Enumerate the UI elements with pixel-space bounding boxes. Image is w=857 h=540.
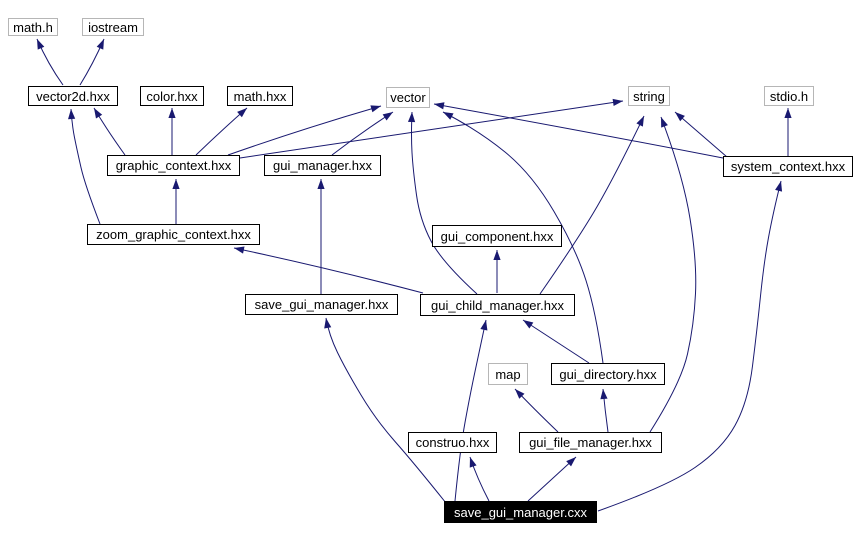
node-label: map (495, 366, 521, 382)
arrowhead-gui_child_manager.hxx-to-gui_component.hxx (493, 250, 501, 260)
arrowhead-save_gui_manager.cxx-to-system_context.hxx (775, 181, 783, 192)
node-label: string (633, 88, 665, 104)
node-label: gui_file_manager.hxx (529, 435, 652, 450)
node-math-hxx[interactable]: math.hxx (227, 86, 293, 106)
edge-system_context.hxx-to-vector (433, 103, 724, 159)
node-gui-manager-hxx[interactable]: gui_manager.hxx (264, 155, 381, 176)
edge-gui_directory.hxx-to-vector (442, 111, 604, 364)
node-label: math.h (13, 19, 53, 35)
node-label: vector (390, 90, 426, 105)
arrowhead-gui_child_manager.hxx-to-vector (407, 112, 416, 123)
arrowhead-zoom_graphic_context.hxx-to-vector2d.hxx (68, 109, 76, 120)
arrowhead-gui_file_manager.hxx-to-map (515, 389, 525, 399)
arrowhead-gui_file_manager.hxx-to-gui_directory.hxx (600, 389, 608, 400)
arrowhead-vector2d.hxx-to-math.h (37, 39, 45, 50)
arrowhead-save_gui_manager.cxx-to-save_gui_manager.hxx (324, 318, 332, 329)
arrowhead-graphic_context.hxx-to-math.hxx (237, 108, 247, 118)
node-gui-directory-hxx[interactable]: gui_directory.hxx (551, 363, 665, 385)
node-label: vector2d.hxx (36, 88, 110, 104)
node-label: gui_child_manager.hxx (431, 297, 564, 313)
node-vector2d-hxx[interactable]: vector2d.hxx (28, 86, 118, 106)
edge-gui_directory.hxx-to-gui_child_manager.hxx (522, 319, 590, 364)
node-label: stdio.h (769, 88, 809, 104)
node-iostream[interactable]: iostream (82, 18, 144, 36)
node-graphic-context-hxx[interactable]: graphic_context.hxx (107, 155, 240, 176)
node-math-h[interactable]: math.h (8, 18, 58, 36)
node-label: system_context.hxx (730, 159, 846, 174)
node-label: color.hxx (146, 88, 198, 104)
edge-save_gui_manager.cxx-to-save_gui_manager.hxx (325, 317, 447, 504)
node-system-context-hxx[interactable]: system_context.hxx (723, 156, 853, 177)
edge-gui_child_manager.hxx-to-zoom_graphic_context.hxx (233, 247, 424, 294)
arrowhead-gui_directory.hxx-to-gui_child_manager.hxx (523, 320, 534, 329)
node-gui-file-manager-hxx[interactable]: gui_file_manager.hxx (519, 432, 662, 453)
arrowhead-graphic_context.hxx-to-color.hxx (168, 108, 176, 118)
arrowhead-system_context.hxx-to-vector (434, 102, 445, 110)
arrowhead-gui_child_manager.hxx-to-string (636, 116, 644, 127)
node-label: save_gui_manager.cxx (454, 504, 587, 520)
node-string[interactable]: string (628, 86, 670, 106)
node-save-gui-manager-cxx: save_gui_manager.cxx (444, 501, 597, 523)
node-zoom-graphic-context-hxx[interactable]: zoom_graphic_context.hxx (87, 224, 260, 245)
node-label: save_gui_manager.hxx (254, 297, 389, 312)
node-label: construo.hxx (415, 435, 490, 450)
arrowhead-save_gui_manager.hxx-to-gui_manager.hxx (317, 179, 325, 189)
edge-gui_child_manager.hxx-to-vector (411, 111, 478, 295)
node-gui-component-hxx[interactable]: gui_component.hxx (432, 225, 562, 247)
edge-save_gui_manager.cxx-to-gui_child_manager.hxx (454, 319, 487, 502)
node-color-hxx[interactable]: color.hxx (140, 86, 204, 106)
edge-gui_file_manager.hxx-to-string (649, 116, 697, 433)
arrowhead-graphic_context.hxx-to-vector (370, 105, 381, 113)
arrowhead-vector2d.hxx-to-iostream (96, 39, 104, 50)
edge-graphic_context.hxx-to-string (239, 100, 624, 159)
node-construo-hxx[interactable]: construo.hxx (408, 432, 497, 453)
node-save-gui-manager-hxx[interactable]: save_gui_manager.hxx (245, 294, 398, 315)
arrowhead-gui_child_manager.hxx-to-zoom_graphic_context.hxx (234, 246, 245, 254)
edge-zoom_graphic_context.hxx-to-vector2d.hxx (70, 108, 101, 225)
node-label: zoom_graphic_context.hxx (96, 227, 251, 242)
edge-graphic_context.hxx-to-vector (227, 105, 382, 156)
node-label: gui_component.hxx (440, 228, 554, 244)
edge-gui_manager.hxx-to-vector (331, 111, 394, 156)
node-stdio-h[interactable]: stdio.h (764, 86, 814, 106)
node-label: math.hxx (233, 88, 287, 104)
arrowhead-gui_manager.hxx-to-vector (382, 112, 393, 121)
node-vector[interactable]: vector (386, 87, 430, 108)
arrowhead-save_gui_manager.cxx-to-gui_file_manager.hxx (566, 457, 576, 467)
arrowhead-zoom_graphic_context.hxx-to-graphic_context.hxx (172, 179, 180, 189)
arrowhead-save_gui_manager.cxx-to-gui_child_manager.hxx (480, 320, 488, 331)
node-label: gui_manager.hxx (272, 158, 372, 173)
node-label: graphic_context.hxx (115, 158, 232, 173)
arrowhead-system_context.hxx-to-stdio.h (784, 108, 792, 118)
node-gui-child-manager-hxx[interactable]: gui_child_manager.hxx (420, 294, 575, 316)
arrowhead-system_context.hxx-to-string (675, 112, 685, 122)
node-map[interactable]: map (488, 363, 528, 385)
edge-gui_child_manager.hxx-to-string (539, 115, 645, 295)
arrowhead-gui_file_manager.hxx-to-string (661, 117, 668, 128)
arrowhead-graphic_context.hxx-to-vector2d.hxx (94, 108, 103, 119)
arrowhead-gui_directory.hxx-to-vector (443, 112, 454, 120)
arrowhead-save_gui_manager.cxx-to-construo.hxx (469, 457, 477, 468)
node-label: iostream (88, 19, 138, 35)
node-label: gui_directory.hxx (559, 366, 657, 382)
edge-save_gui_manager.cxx-to-system_context.hxx (597, 180, 782, 512)
arrowhead-graphic_context.hxx-to-string (612, 98, 623, 107)
edge-graphic_context.hxx-to-math.hxx (195, 107, 248, 156)
